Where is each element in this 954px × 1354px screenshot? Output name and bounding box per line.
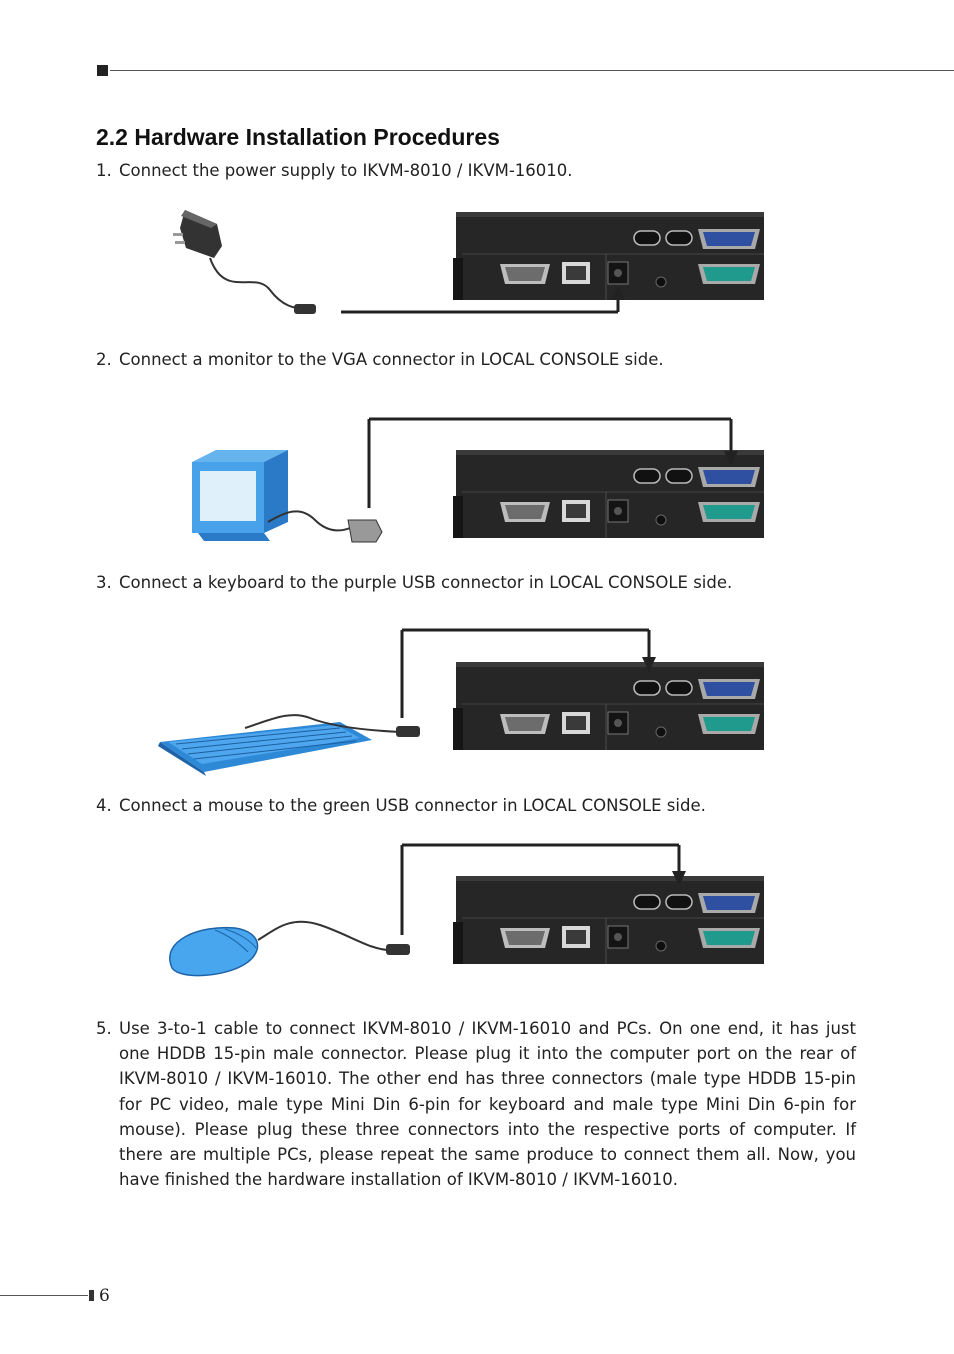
step-1: 1. Connect the power supply to IKVM-8010 … [96,161,573,180]
figure-power-supply [173,210,765,314]
step-text: Connect a mouse to the green USB connect… [119,796,706,815]
kvm-switch-rear-panel [452,875,765,965]
step-number: 3. [96,573,112,592]
step-2: 2. Connect a monitor to the VGA connector… [96,350,664,369]
step-3: 3. Connect a keyboard to the purple USB c… [96,573,732,592]
footer-marker [89,1290,94,1301]
step-5: 5. Use 3-to-1 cable to connect IKVM-8010… [96,1016,856,1192]
footer-rule [0,1295,88,1296]
power-adapter-icon [173,210,222,258]
header-rule [110,70,954,71]
section-heading: 2.2 Hardware Installation Procedures [96,124,500,150]
step-text: Connect a monitor to the VGA connector i… [119,350,664,369]
figure-mouse [169,843,765,977]
kvm-switch-rear-panel [452,661,765,751]
figure-monitor [192,417,765,543]
step-number: 1. [96,161,112,180]
kvm-switch-rear-panel [452,449,765,539]
figure-keyboard [158,628,765,776]
monitor-icon [192,450,288,541]
kvm-switch-rear-panel [452,211,765,301]
step-text: Connect the power supply to IKVM-8010 / … [119,161,573,180]
step-text: Use 3-to-1 cable to connect IKVM-8010 / … [119,1019,856,1190]
keyboard-icon [158,722,372,776]
header-marker [97,65,108,76]
page-number: 6 [99,1286,110,1306]
step-4: 4. Connect a mouse to the green USB conne… [96,796,706,815]
step-number: 4. [96,796,112,815]
step-number: 5. [96,1019,112,1038]
step-number: 2. [96,350,112,369]
step-text: Connect a keyboard to the purple USB con… [119,573,733,592]
mouse-icon [169,926,259,977]
